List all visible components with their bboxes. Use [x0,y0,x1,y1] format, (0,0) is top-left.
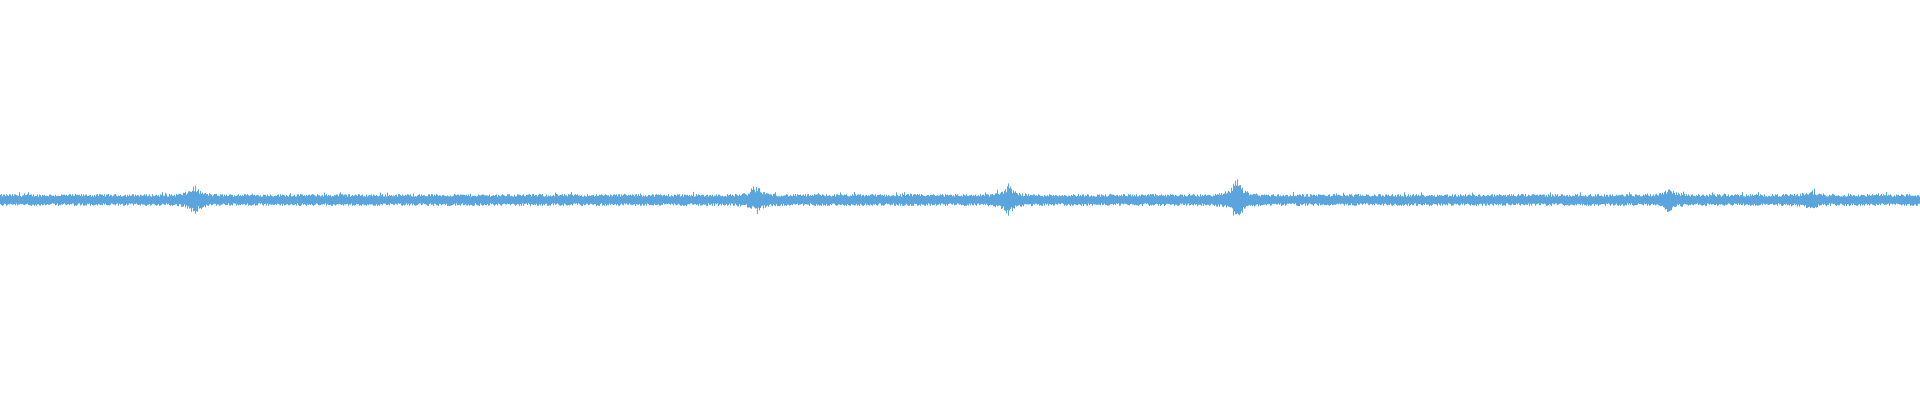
waveform-path [0,179,1920,216]
